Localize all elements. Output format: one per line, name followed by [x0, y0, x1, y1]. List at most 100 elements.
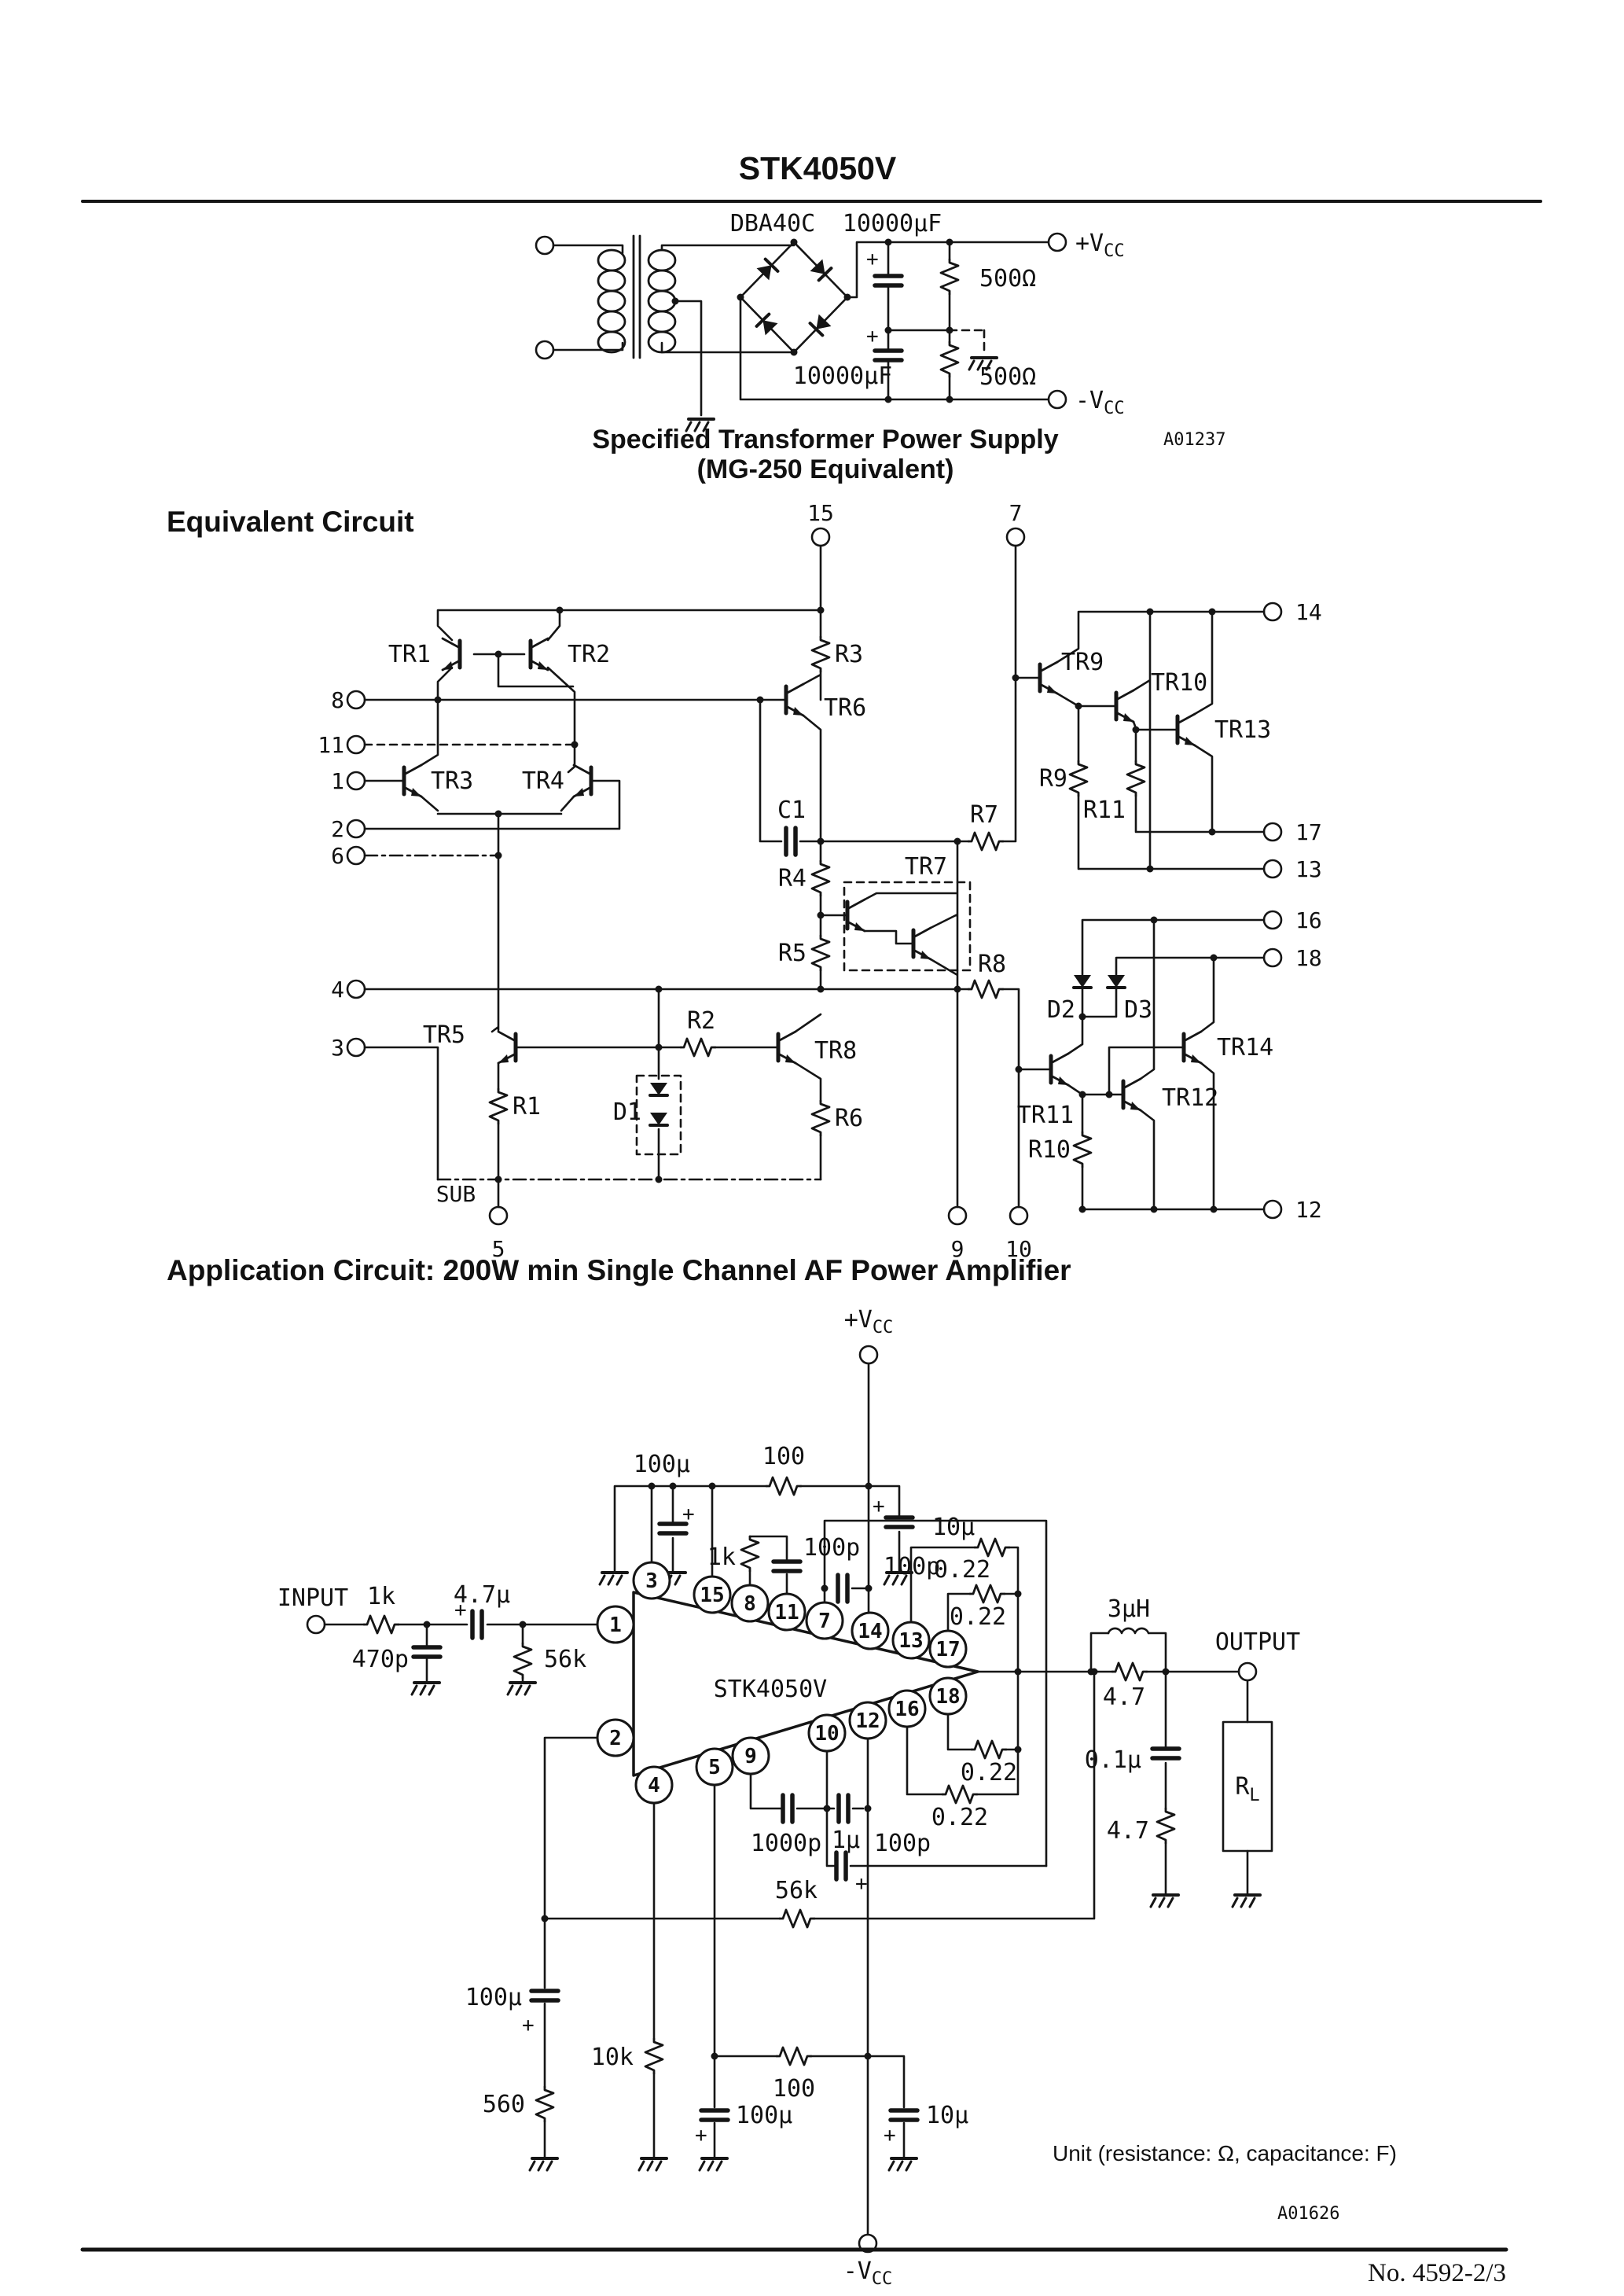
ground-icon: [887, 2157, 918, 2172]
pin-label: 16: [895, 1698, 919, 1721]
diode-icon-d3: [1106, 973, 1126, 989]
vcc-pos-terminal: [858, 1345, 879, 1365]
resistor-icon: [973, 1537, 1011, 1558]
figure-code: A01237: [1163, 430, 1225, 450]
label-1000p: 1000p: [751, 1830, 821, 1857]
label-r4: R4: [778, 865, 806, 892]
label-1u: 1µ: [832, 1827, 860, 1854]
eq-left-pins: 8 11 1 2 6 4 3: [318, 687, 366, 1061]
ac-terminal-bottom: [535, 340, 555, 360]
label-022-d: 0.22: [931, 1804, 988, 1831]
label-560: 560: [483, 2091, 525, 2118]
capacitor-icon: [701, 2110, 728, 2120]
label-d3: D3: [1124, 996, 1152, 1024]
diode-icon-d1a: [648, 1081, 669, 1097]
label-tr1: TR1: [388, 641, 431, 668]
label-100: 100: [762, 1443, 805, 1470]
capacitor-icon: [891, 2110, 917, 2120]
label-10u: 10µ: [932, 1514, 975, 1541]
page-title: STK4050V: [739, 150, 897, 186]
label-4r7-a: 4.7: [1103, 1683, 1145, 1711]
resistor-icon-r5: [810, 934, 831, 972]
label-100p-c: 100p: [874, 1830, 931, 1857]
label-rl: RL: [1235, 1773, 1259, 1805]
label-tr7: TR7: [905, 853, 947, 881]
label-3uh: 3µH: [1108, 1595, 1150, 1623]
label-022-b: 0.22: [950, 1603, 1006, 1631]
equivalent-circuit: Equivalent Circuit 15 7 8 11 1 2 6 4 3 1…: [167, 500, 1322, 1262]
power-supply-circuit: DBA40C 10000µF 10000µF 500Ω 500Ω + + +VC…: [535, 210, 1225, 484]
pin-label: 5: [492, 1236, 505, 1262]
label-r1: R1: [513, 1093, 541, 1120]
pin-label: 14: [858, 1620, 882, 1643]
pin-terminal-5: [488, 1205, 509, 1226]
pin-label: 18: [935, 1685, 960, 1709]
transistor-icon-tr10: [1116, 690, 1133, 722]
polarity-plus: +: [522, 2014, 535, 2037]
ground-icon: [698, 2157, 729, 2172]
vcc-neg-terminal: [1047, 389, 1067, 410]
pin-label: 7: [818, 1610, 831, 1633]
eq-right-pins: 14 17 13 16 18 12: [1262, 599, 1322, 1223]
vcc-pos-terminal: [1047, 232, 1067, 252]
pin-label: 1: [609, 1613, 622, 1637]
inductor-icon: [1107, 1627, 1150, 1635]
psu-caption-1: Specified Transformer Power Supply: [592, 425, 1058, 454]
resistor-icon: [939, 340, 960, 378]
polarity-plus: +: [695, 2124, 707, 2147]
polarity-plus: +: [454, 1599, 467, 1622]
label-r5: R5: [778, 940, 806, 967]
polarity-plus: +: [682, 1503, 695, 1526]
pin-label: 4: [331, 977, 344, 1003]
label-r7: R7: [970, 801, 998, 829]
capacitor-icon: [773, 1562, 800, 1571]
transistor-icon-tr4: [574, 765, 591, 797]
resistor-icon: [778, 1908, 816, 1929]
label-022-a: 0.22: [934, 1556, 990, 1584]
resistor-icon-r3: [810, 635, 831, 673]
label-r8: R8: [978, 951, 1006, 978]
app-pins-left: 1 2: [596, 1605, 635, 1757]
pin-label: 8: [744, 1592, 756, 1616]
capacitor-icon: [472, 1611, 482, 1638]
label-chip: STK4050V: [714, 1676, 828, 1703]
label-tr6: TR6: [824, 694, 866, 722]
resistor-icon-r7: [967, 831, 1005, 852]
label-vcc-neg: -VCC: [843, 2257, 893, 2289]
pin-label: 2: [609, 1727, 622, 1750]
transistor-icon-tr7a: [847, 900, 865, 931]
label-4u7: 4.7µ: [454, 1581, 510, 1609]
page-header: STK4050V: [81, 150, 1542, 203]
transistor-icon-tr13: [1178, 714, 1195, 745]
diode-icon-d2: [1072, 973, 1093, 989]
label-r11: R11: [1083, 797, 1126, 824]
label-sub: SUB: [436, 1181, 476, 1207]
label-tr4: TR4: [522, 767, 564, 795]
tr7-box: [843, 881, 972, 972]
ground-icon: [1231, 1893, 1262, 1908]
eq-junctions: [434, 606, 1218, 1213]
pin-label: 3: [331, 1035, 344, 1061]
label-tr12: TR12: [1162, 1084, 1218, 1112]
polarity-plus: +: [866, 248, 879, 271]
label-cap-bottom: 10000µF: [793, 362, 892, 390]
label-d1: D1: [613, 1098, 641, 1126]
ac-terminal-top: [535, 235, 555, 256]
label-56k-in: 56k: [544, 1646, 586, 1673]
transistor-icon-tr2: [531, 638, 548, 670]
unit-note: Unit (resistance: Ω, capacitance: F): [1053, 2141, 1397, 2165]
app-heading: Application Circuit: 200W min Single Cha…: [167, 1254, 1071, 1286]
label-output: OUTPUT: [1215, 1628, 1300, 1656]
resistor-icon-r10: [1072, 1131, 1093, 1168]
pin-label: 13: [1295, 856, 1322, 882]
resistor-icon-r4: [810, 859, 831, 897]
pin-label: 11: [774, 1601, 799, 1624]
resistor-icon-r8: [967, 979, 1005, 999]
label-100-b: 100: [773, 2075, 815, 2103]
capacitor-icon: [413, 1647, 440, 1657]
figure-code: A01626: [1277, 2204, 1339, 2224]
capacitor-icon: [839, 1795, 848, 1822]
pin-label: 12: [855, 1709, 880, 1733]
pin-terminal-10: [1009, 1205, 1029, 1226]
resistor-icon: [968, 1584, 1006, 1604]
